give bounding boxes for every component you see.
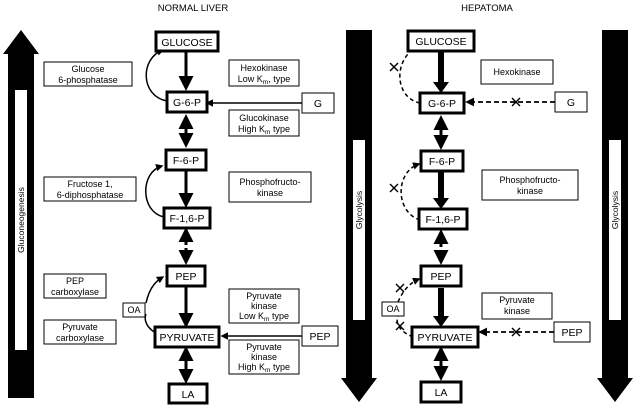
svg-text:LA: LA	[182, 389, 195, 401]
svg-text:Hexokinase: Hexokinase	[493, 67, 540, 77]
svg-text:Pyruvate: Pyruvate	[499, 295, 535, 305]
pyruvate-kinase-high-km-box: Pyruvate kinase High Km type	[228, 339, 300, 375]
normal-pep-node: PEP	[165, 264, 207, 288]
svg-text:Glucokinase: Glucokinase	[239, 113, 289, 123]
svg-text:PYRUVATE: PYRUVATE	[417, 332, 472, 344]
svg-text:PEP: PEP	[309, 331, 330, 343]
svg-text:High Km type: High Km type	[238, 124, 290, 136]
svg-text:Low Km, type: Low Km, type	[238, 74, 290, 86]
normal-pep-input-node: PEP	[301, 325, 339, 347]
normal-pyruvate-node: PYRUVATE	[153, 325, 221, 349]
g6pase-enzyme-box: Glucose 6-phosphatase	[43, 61, 133, 87]
svg-text:OA: OA	[386, 304, 399, 314]
svg-text:Hexokinase: Hexokinase	[240, 63, 287, 73]
gluconeogenesis-arrow: Gluconeogenesis	[3, 30, 39, 398]
phosphofructokinase-box-normal: Phosphofructo- kinase	[228, 171, 312, 203]
normal-la-node: LA	[167, 382, 209, 405]
hexokinase-low-km-box: Hexokinase Low Km, type	[228, 59, 300, 87]
svg-text:F-6-P: F-6-P	[429, 156, 455, 168]
svg-text:OA: OA	[127, 305, 140, 315]
pyruvate-kinase-low-km-box: Pyruvate kinase Low Km type	[228, 288, 300, 324]
svg-text:F-1,6-P: F-1,6-P	[425, 214, 460, 226]
svg-text:6-diphosphatase: 6-diphosphatase	[57, 190, 124, 200]
svg-text:PEP: PEP	[561, 327, 582, 339]
hexokinase-box-hepatoma: Hexokinase	[480, 59, 554, 85]
svg-text:kinase: kinase	[251, 301, 277, 311]
hepatoma-f6p-node: F-6-P	[419, 149, 465, 173]
svg-text:kinase: kinase	[257, 188, 283, 198]
normal-g6p-node: G-6-P	[165, 90, 209, 114]
phosphofructokinase-box-hepatoma: Phosphofructo- kinase	[481, 169, 579, 201]
svg-text:F-6-P: F-6-P	[173, 155, 199, 167]
svg-text:G-6-P: G-6-P	[173, 97, 201, 109]
normal-liver-header: NORMAL LIVER	[158, 3, 229, 14]
hepatoma-pep-node: PEP	[419, 264, 463, 288]
svg-text:G-6-P: G-6-P	[428, 98, 456, 110]
svg-text:Pyruvate: Pyruvate	[246, 291, 282, 301]
hepatoma-pep-input-node: PEP	[553, 321, 591, 343]
hepatoma-pyruvate-node: PYRUVATE	[410, 325, 480, 349]
svg-text:Fructose 1,: Fructose 1,	[67, 179, 112, 189]
svg-text:Pyruvate: Pyruvate	[246, 342, 282, 352]
hepatoma-oa-node: OA	[381, 301, 405, 317]
normal-glucose-node: GLUCOSE	[154, 30, 220, 53]
hepatoma-g-input-node: G	[554, 91, 588, 113]
gluconeogenesis-label: Gluconeogenesis	[16, 187, 26, 253]
svg-text:6-phosphatase: 6-phosphatase	[58, 75, 118, 85]
svg-text:Glucose: Glucose	[71, 64, 104, 74]
svg-text:kinase: kinase	[517, 186, 543, 196]
pyruvate-kinase-box-hepatoma: Pyruvate kinase	[481, 292, 553, 320]
normal-f16p-node: F-1,6-P	[162, 206, 212, 230]
svg-text:kinase: kinase	[251, 352, 277, 362]
svg-text:Phosphofructo-: Phosphofructo-	[499, 175, 560, 185]
svg-text:carboxylase: carboxylase	[51, 287, 99, 297]
glycolysis-arrow-right: Glycolysis	[597, 30, 633, 402]
svg-text:Pyruvate: Pyruvate	[62, 322, 98, 332]
svg-text:PEP: PEP	[66, 276, 84, 286]
glucokinase-high-km-box: Glucokinase High Km type	[228, 109, 300, 137]
hepatoma-g6p-node: G-6-P	[418, 91, 466, 115]
normal-g-input-node: G	[301, 92, 335, 114]
svg-text:High Km type: High Km type	[238, 362, 290, 374]
hepatoma-f16p-node: F-1,6-P	[417, 207, 469, 231]
normal-f6p-node: F-6-P	[164, 148, 208, 172]
pep-carboxylase-box: PEP carboxylase	[43, 273, 107, 299]
svg-text:GLUCOSE: GLUCOSE	[161, 37, 212, 49]
svg-text:G: G	[314, 98, 322, 110]
svg-text:kinase: kinase	[504, 306, 530, 316]
glycolysis-arrow-mid: Glycolysis	[341, 30, 377, 402]
svg-text:F-1,6-P: F-1,6-P	[169, 213, 204, 225]
fructose-diphosphatase-box: Fructose 1, 6-diphosphatase	[43, 176, 137, 202]
block-x-marks	[389, 62, 521, 337]
svg-text:PEP: PEP	[175, 271, 196, 283]
glycolysis-label-mid: Glycolysis	[354, 191, 364, 229]
hepatoma-glucose-node: GLUCOSE	[406, 29, 476, 53]
svg-text:PYRUVATE: PYRUVATE	[159, 332, 214, 344]
hepatoma-la-node: LA	[419, 380, 463, 404]
svg-text:LA: LA	[435, 387, 448, 399]
pyruvate-carboxylase-box: Pyruvate carboxylase	[43, 319, 117, 345]
svg-text:GLUCOSE: GLUCOSE	[415, 36, 466, 48]
svg-text:G: G	[567, 97, 575, 109]
svg-text:Phosphofructo-: Phosphofructo-	[239, 177, 300, 187]
svg-text:carboxylase: carboxylase	[56, 333, 104, 343]
svg-text:PEP: PEP	[430, 271, 451, 283]
normal-oa-node: OA	[122, 302, 146, 318]
svg-text:Low Km type: Low Km type	[239, 311, 289, 323]
glycolysis-label-right: Glycolysis	[610, 191, 620, 229]
hepatoma-header: HEPATOMA	[461, 3, 513, 14]
